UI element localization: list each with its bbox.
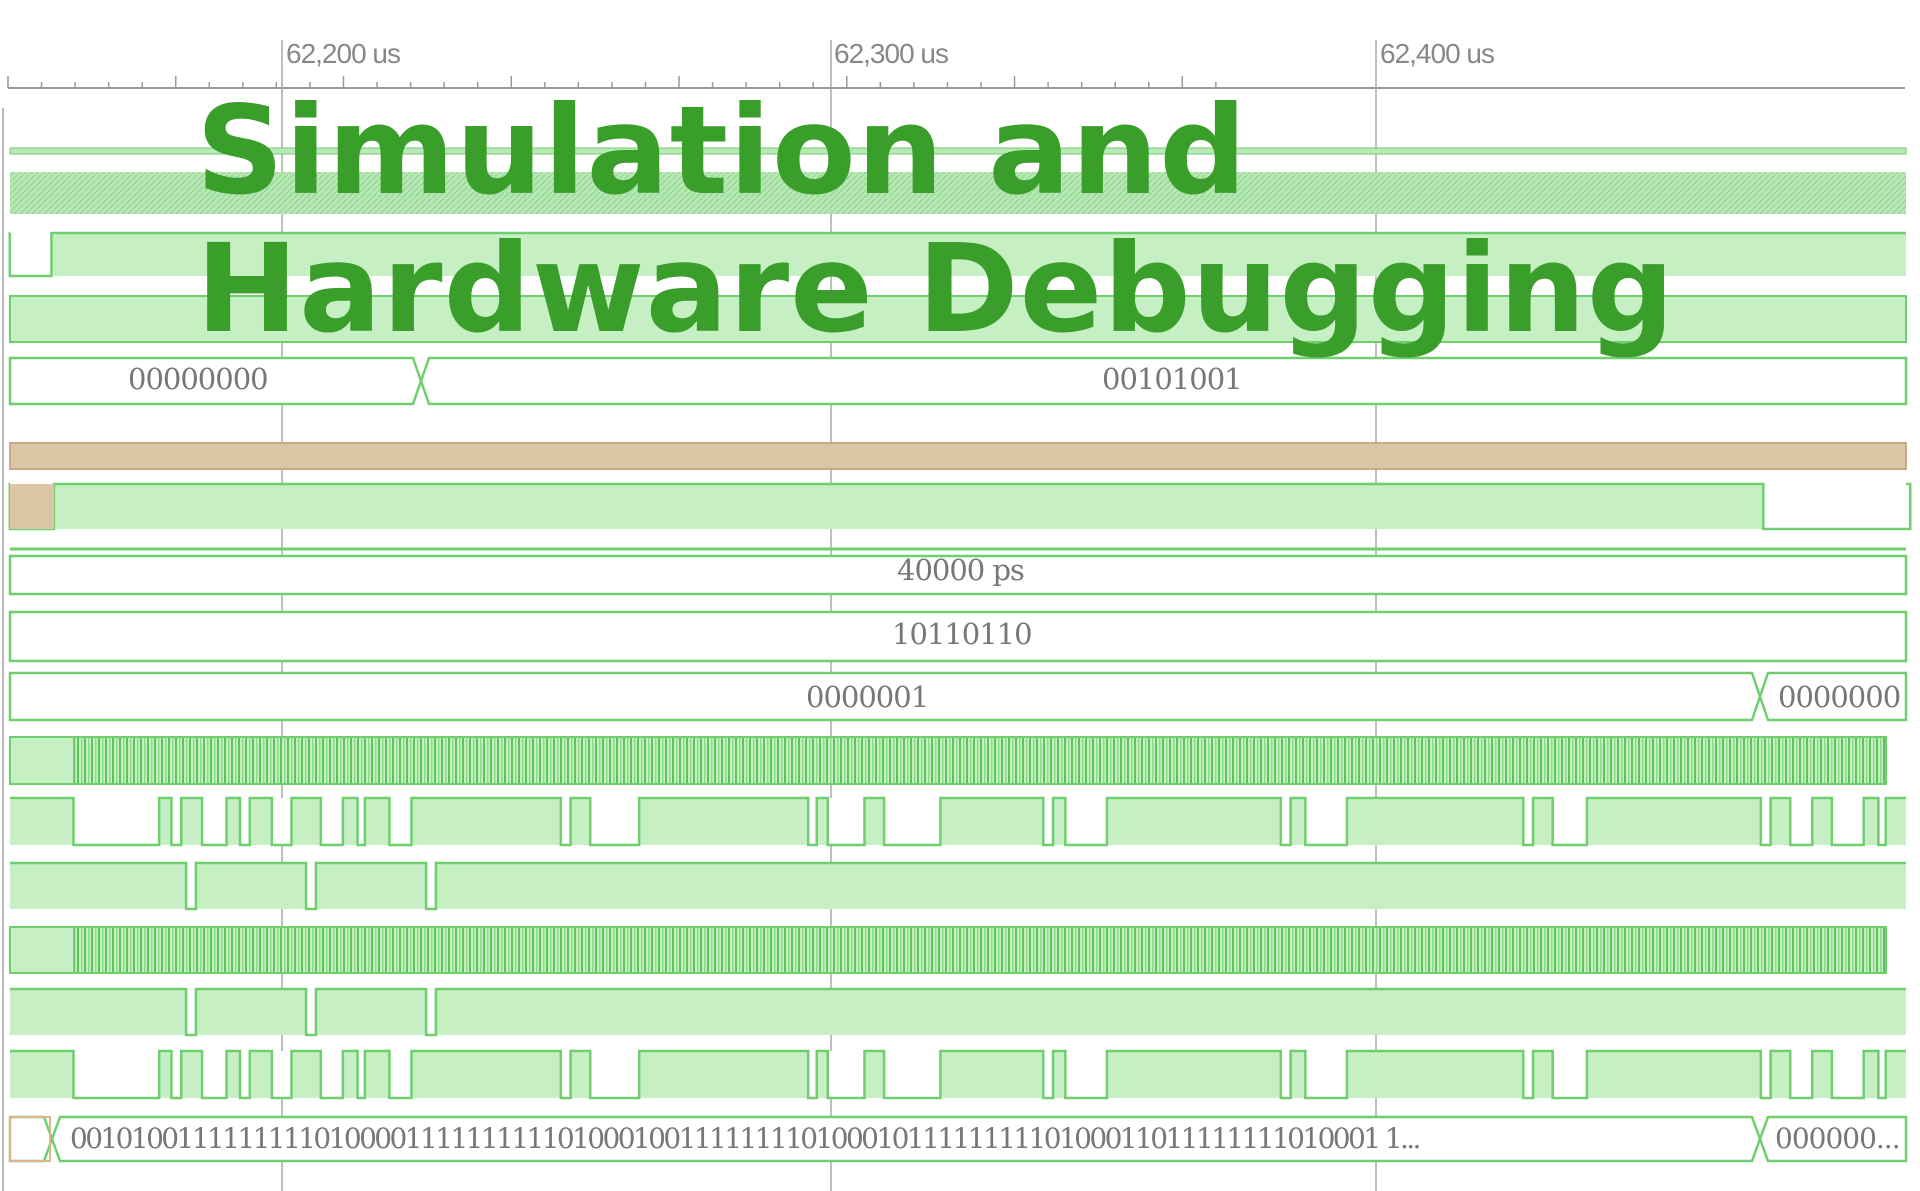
signal-row-13-low: [1305, 798, 1347, 845]
bus-value: 0010100111111111010000111111111101000100…: [70, 1122, 1421, 1155]
bus-row-18: [8, 1115, 54, 1163]
signal-row-17-low: [389, 1051, 412, 1098]
title-line-2: Hardware Debugging: [196, 218, 1676, 360]
signal-row-17-low: [1790, 1051, 1813, 1098]
signal-row-13-low: [1523, 798, 1534, 845]
signal-row-13-low: [357, 798, 365, 845]
bus-row-5: [419, 356, 1908, 406]
signal-row-3-fill: [9, 233, 1906, 276]
signal-row-17-low: [320, 1051, 343, 1098]
signal-row-13-low: [1065, 798, 1107, 845]
clock-row-12-lead: [9, 736, 75, 785]
bus-row-18: [50, 1115, 1762, 1163]
bus-row-11: [8, 671, 1762, 722]
bus-row-11: [1758, 671, 1908, 722]
signal-row-17-low: [1280, 1051, 1291, 1098]
signal-row-3-low: [9, 233, 52, 276]
signal-row-13-low: [240, 798, 250, 845]
bus-row-9: [8, 554, 1908, 596]
signal-row-17-low: [1760, 1051, 1771, 1098]
signal-row-16-low: [426, 989, 436, 1035]
signal-row-7-tan: [10, 484, 54, 529]
bus-value: 0000001: [806, 680, 929, 714]
signal-row-13-low: [271, 798, 292, 845]
signal-row-7-low: [1763, 484, 1911, 529]
signal-row-13-low: [389, 798, 412, 845]
signal-row-13-low: [1878, 798, 1886, 845]
clock-row-12: [73, 736, 1887, 785]
signal-row-13-low: [1831, 798, 1864, 845]
bus-value: 00000000: [128, 362, 269, 396]
signal-row-14-low: [426, 863, 436, 909]
signal-row-17-low: [590, 1051, 640, 1098]
ruler-label: 62,300 us: [834, 38, 949, 69]
signal-row-17-fill: [10, 1051, 1906, 1098]
signal-row-17-low: [1831, 1051, 1864, 1098]
signal-row-17-low: [73, 1051, 160, 1098]
signal-row-16-low: [306, 989, 316, 1035]
signal-row-14: [10, 861, 1906, 911]
signal-row-13-low: [884, 798, 941, 845]
bus-value: 000000...: [1775, 1122, 1901, 1155]
signal-row-13-low: [202, 798, 227, 845]
ruler-label: 62,400 us: [1380, 38, 1495, 69]
signal-row-7-fill: [9, 484, 1911, 529]
signal-row-1: [9, 147, 1907, 155]
clock-row-15: [73, 926, 1887, 974]
title-line-1: Simulation and: [196, 80, 1248, 222]
signal-row-17-low: [202, 1051, 227, 1098]
bus-row-18-lead: [9, 1116, 51, 1162]
signal-row-16-fill: [10, 989, 1906, 1035]
signal-row-16: [10, 987, 1906, 1037]
signal-row-17-low: [171, 1051, 182, 1098]
ruler-label: 62,200 us: [286, 38, 401, 69]
signal-row-17: [10, 1049, 1906, 1100]
bus-value: 00101001: [1102, 362, 1243, 396]
signal-row-17-low: [240, 1051, 250, 1098]
bus-row-18: [1758, 1115, 1908, 1163]
signal-row-17-low: [1523, 1051, 1534, 1098]
signal-row-13-low: [827, 798, 865, 845]
signal-row-13-low: [1790, 798, 1813, 845]
signal-row-16-low: [186, 989, 196, 1035]
signal-row-13-low: [320, 798, 343, 845]
signal-row-13-low: [1552, 798, 1587, 845]
signal-row-13: [10, 796, 1906, 847]
signal-row-13-low: [1043, 798, 1054, 845]
clock-row-15-lead: [9, 926, 75, 974]
signal-row-14-fill: [10, 863, 1906, 909]
signal-row-17-low: [560, 1051, 571, 1098]
signal-row-17-low: [884, 1051, 941, 1098]
bus-value: 10110110: [892, 617, 1033, 651]
signal-row-14-low: [306, 863, 316, 909]
bus-row-10: [8, 610, 1908, 663]
signal-row-17-low: [271, 1051, 292, 1098]
signal-row-13-fill: [10, 798, 1906, 845]
signal-row-7: [8, 482, 1912, 531]
signal-row-17-low: [1878, 1051, 1886, 1098]
signal-row-4: [9, 295, 1907, 343]
signal-row-13-low: [73, 798, 160, 845]
signal-row-13-low: [171, 798, 182, 845]
signal-row-13-low: [1760, 798, 1771, 845]
signal-row-13-low: [1280, 798, 1291, 845]
signal-row-13-low: [590, 798, 640, 845]
signal-row-17-low: [1065, 1051, 1107, 1098]
signal-row-14-low: [186, 863, 196, 909]
signal-row-2-hatched: [10, 172, 1906, 214]
signal-row-17-low: [808, 1051, 817, 1098]
signal-row-3: [8, 231, 1906, 278]
signal-row-17-low: [1043, 1051, 1054, 1098]
signal-row-6-tan: [9, 442, 1907, 470]
bus-row-5: [8, 356, 423, 406]
signal-row-13-low: [560, 798, 571, 845]
signal-row-17-low: [357, 1051, 365, 1098]
bus-value: 40000 ps: [897, 553, 1025, 587]
signal-row-13-low: [808, 798, 817, 845]
signal-row-17-low: [1552, 1051, 1587, 1098]
signal-row-17-low: [827, 1051, 865, 1098]
bus-value: 0000000: [1778, 680, 1901, 714]
signal-row-17-low: [1305, 1051, 1347, 1098]
